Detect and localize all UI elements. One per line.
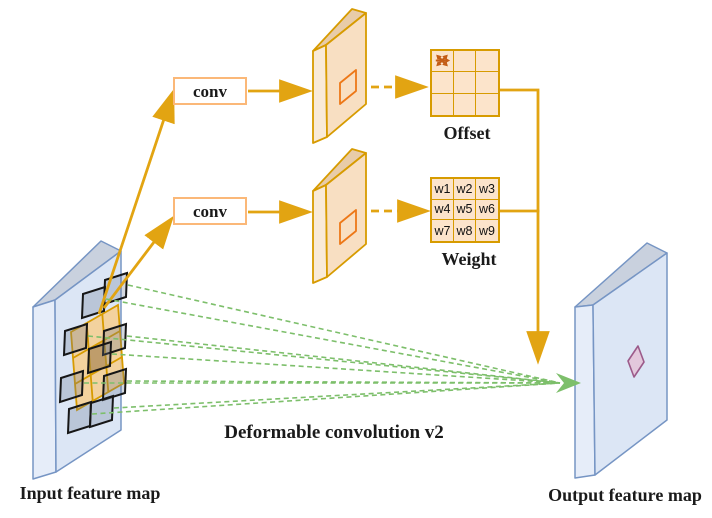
sampling-line <box>87 335 561 384</box>
offset-cell <box>432 54 454 94</box>
conv-box-offset-branch: conv <box>173 77 247 105</box>
input-to-conv-offset-arrow <box>97 88 175 315</box>
output-pixel-window <box>627 345 645 378</box>
output-feature-map-slab <box>574 242 668 479</box>
weight-cell: w5 <box>454 199 476 221</box>
gold-arrows <box>97 75 550 365</box>
sampling-square <box>101 322 128 357</box>
offset-cell <box>436 51 498 73</box>
sampling-square <box>58 369 85 404</box>
sampling-line <box>111 353 561 384</box>
sampling-square <box>86 340 113 375</box>
weight-cell: w7 <box>432 220 454 241</box>
green-arrowhead <box>556 373 581 393</box>
weight-cell: w4 <box>432 199 454 221</box>
offset-cell <box>436 55 498 115</box>
offset-slab-kernel-window <box>339 69 357 105</box>
weight-cell: w1 <box>432 179 454 200</box>
weight-branch-feature-map <box>312 148 367 284</box>
caption-deformable-convolution-v2: Deformable convolution v2 <box>224 422 444 443</box>
sampling-line <box>127 284 561 384</box>
conv-offset-label: conv <box>193 81 227 101</box>
offset-cell <box>436 51 476 73</box>
output-feature-map-label: Output feature map <box>548 485 702 505</box>
offset-branch-feature-map <box>312 8 367 144</box>
sampling-square <box>62 322 89 357</box>
weight-cell: w9 <box>479 223 495 238</box>
offset-cell <box>436 55 476 115</box>
offset-cell <box>432 55 454 115</box>
weight-label: Weight <box>441 249 497 269</box>
sampling-line <box>113 382 561 409</box>
offset-slab-front-face <box>325 12 367 138</box>
deformable-sampling-points <box>58 271 129 435</box>
weight-slab-front-face <box>325 152 367 278</box>
conv-weight-label: conv <box>193 201 227 221</box>
offset-cell <box>436 55 476 94</box>
sampling-line <box>105 298 561 384</box>
input-to-conv-weight-arrow <box>102 215 175 309</box>
output-slab-side-face <box>574 304 596 479</box>
sampling-square <box>101 367 128 402</box>
weight-grid: w1 w2 w3 w4 w5 w6 w7 w8 w9 <box>430 177 500 243</box>
weight-cell: w3 <box>476 179 498 200</box>
weight-cell: w8 <box>454 220 476 241</box>
offset-to-output-connector <box>500 88 550 365</box>
sampling-line <box>126 380 561 384</box>
offset-cell <box>435 57 498 94</box>
sampling-line <box>91 382 561 415</box>
weight-slab-side-face <box>312 184 328 284</box>
sampling-line <box>126 335 561 384</box>
weight-slab-kernel-window <box>339 209 357 245</box>
conv-box-weight-branch: conv <box>173 197 247 225</box>
input-slab-side-face <box>32 299 57 480</box>
weight-cell: w2 <box>454 179 476 200</box>
deformable-sampling-lines <box>84 284 561 415</box>
offset-label: Offset <box>443 123 491 143</box>
weight-cell: w6 <box>476 200 498 221</box>
offset-grid <box>430 49 500 117</box>
input-feature-map-label: Input feature map <box>19 483 161 503</box>
sampling-square <box>88 394 115 429</box>
offset-slab-side-face <box>312 44 328 144</box>
